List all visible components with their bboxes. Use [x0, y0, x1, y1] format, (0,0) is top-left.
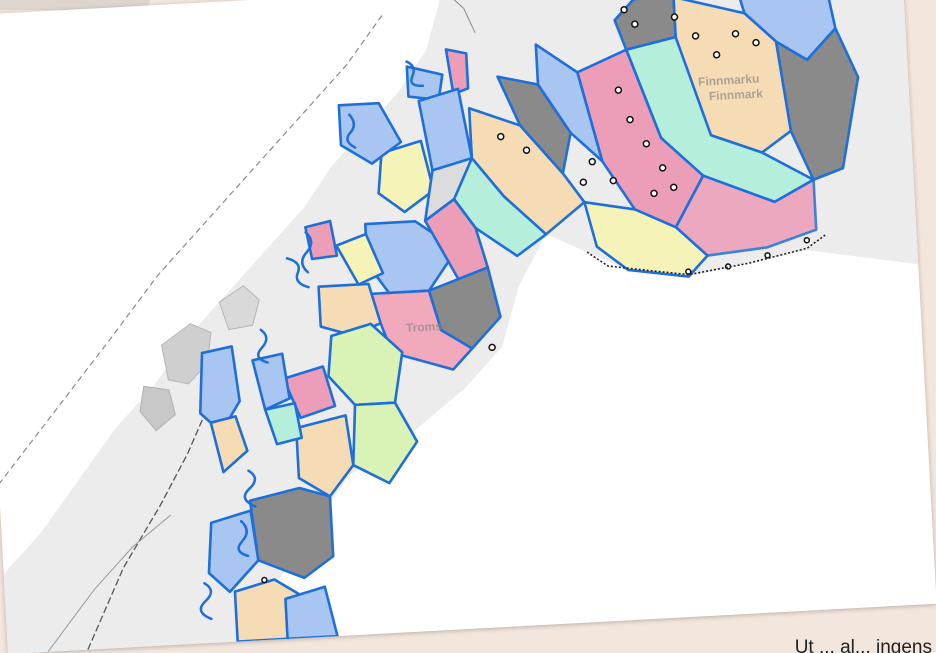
caption-text: Ut ... al... ingens: [794, 637, 932, 653]
marker: [261, 576, 268, 584]
fjord-4: [243, 469, 257, 508]
region-label-troms: Troms: [406, 319, 443, 335]
corner-shadow: [0, 0, 150, 10]
marker: [626, 115, 634, 124]
marker: [496, 132, 505, 141]
marker: [650, 189, 658, 198]
marker: [620, 5, 628, 14]
marker: [588, 157, 596, 166]
region-pink-south[interactable]: [673, 170, 818, 257]
marker: [631, 20, 639, 28]
marker: [731, 29, 740, 38]
fjord-5: [237, 519, 250, 558]
fjord-8: [405, 60, 425, 88]
region-grey-n2[interactable]: [613, 0, 677, 51]
fjord-7: [346, 113, 357, 149]
fjord-3: [256, 328, 269, 364]
marker: [609, 176, 618, 185]
fjord-2: [285, 257, 310, 289]
maritime-boundary-1: [0, 12, 385, 485]
region-label-finnmarku: Finnmarku: [698, 72, 760, 89]
fjord-6: [199, 582, 213, 621]
region-grey-mid[interactable]: [496, 73, 572, 177]
region-pink-troms[interactable]: [423, 197, 490, 281]
fjord-lines: [199, 60, 425, 621]
region-peach-island[interactable]: [209, 415, 249, 474]
municipality-group: [405, 0, 863, 282]
region-blue-mid[interactable]: [534, 41, 604, 164]
maritime-boundary-2: [87, 412, 206, 650]
region-blue-coast-3[interactable]: [251, 352, 291, 412]
border-markers: [261, 5, 811, 584]
thin-line-1: [47, 514, 172, 653]
fjord-1: [301, 231, 313, 274]
island-cluster-2: [218, 285, 260, 331]
marker: [764, 252, 771, 259]
marker: [669, 183, 678, 192]
marker: [522, 146, 531, 154]
region-peach-coast[interactable]: [294, 414, 355, 498]
national-border: [586, 233, 827, 276]
region-yellow-s[interactable]: [583, 196, 709, 282]
thin-line-2: [442, 0, 476, 34]
region-label-finnmark: Finnmark: [708, 86, 763, 103]
region-mint-coast[interactable]: [263, 401, 304, 446]
marker: [658, 164, 667, 172]
marker: [614, 86, 623, 94]
marker: [488, 343, 496, 352]
marker: [670, 13, 679, 21]
region-yellow-coast[interactable]: [376, 139, 435, 214]
region-pink-small[interactable]: [444, 48, 470, 96]
region-green-troms-2[interactable]: [350, 401, 419, 485]
island-cluster-3: [139, 385, 176, 432]
region-grey-ne[interactable]: [774, 27, 863, 182]
region-blue-south-2[interactable]: [284, 585, 339, 641]
marker: [712, 51, 721, 59]
marker: [579, 178, 588, 186]
marker: [803, 236, 811, 244]
marker: [691, 32, 700, 40]
marker: [685, 268, 692, 275]
marker: [752, 38, 760, 47]
marker: [642, 139, 651, 148]
region-yellow-troms[interactable]: [335, 232, 385, 286]
